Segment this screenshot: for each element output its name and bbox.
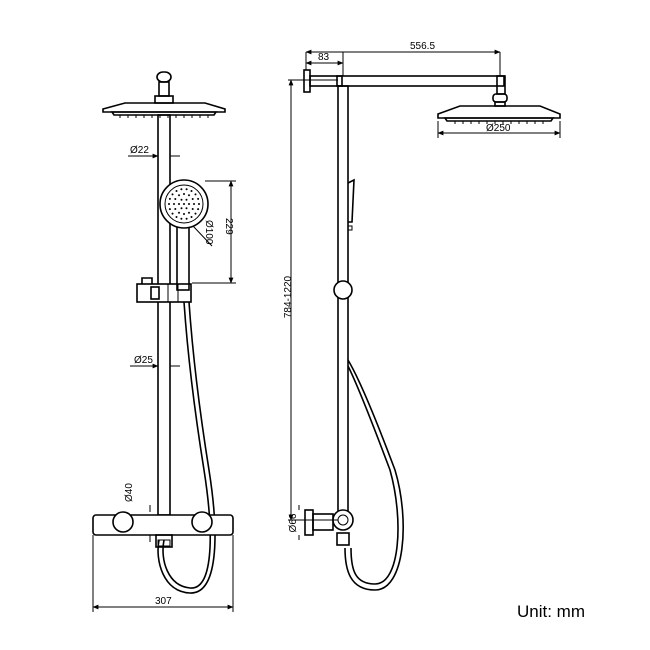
nozzle-dot xyxy=(175,190,178,192)
nozzle-dot xyxy=(190,190,193,192)
outlet-diameter-label: Ø22 xyxy=(130,145,149,156)
nozzle-dot xyxy=(185,198,188,201)
nozzle-dot xyxy=(183,203,185,205)
side-wall-bracket xyxy=(303,69,343,93)
dim-connector-diameter: Ø66 xyxy=(288,505,300,540)
nozzle-dot xyxy=(180,188,183,191)
dim-arm-length: 556.5 xyxy=(305,41,501,76)
dim-handset-length: 229 xyxy=(192,180,236,284)
height-range-label: 784-1220 xyxy=(283,275,294,318)
side-shower-arm xyxy=(336,75,505,87)
front-upper-pipe xyxy=(157,114,171,516)
nozzle-dot xyxy=(178,211,180,214)
nozzle-dot xyxy=(174,208,177,210)
rail-diameter-label: Ø25 xyxy=(134,355,153,366)
nozzle-dot xyxy=(194,212,197,215)
nozzle-dot xyxy=(185,207,188,210)
nozzle-dot xyxy=(180,198,183,201)
nozzle-dot xyxy=(198,203,200,205)
nozzle-dot xyxy=(183,213,185,215)
nozzle-dot xyxy=(188,194,190,197)
unit-label: Unit: mm xyxy=(517,602,585,621)
dim-rail-diameter: Ø25 xyxy=(130,355,180,369)
side-vertical-pipe xyxy=(337,85,349,515)
nozzle-dot xyxy=(173,203,175,205)
nozzle-dot xyxy=(171,193,174,196)
nozzle-dot xyxy=(175,216,178,218)
nozzle-dot xyxy=(180,207,183,210)
front-rain-head xyxy=(102,102,226,118)
dim-knob-diameter: Ø40 xyxy=(124,483,151,542)
dim-outlet-diameter: Ø22 xyxy=(128,145,180,159)
handset-diameter-label: Ø100 xyxy=(203,220,214,245)
side-hose xyxy=(344,359,404,591)
front-view: Ø22 Ø25 Ø100 229 Ø40 xyxy=(92,71,236,612)
dim-arm-offset: 83 xyxy=(305,52,344,76)
nozzle-dot xyxy=(168,203,170,205)
nozzle-dot xyxy=(168,197,171,200)
side-slider xyxy=(333,280,353,300)
nozzle-dot xyxy=(190,216,193,218)
nozzle-dot xyxy=(188,211,190,214)
nozzle-dot xyxy=(197,208,200,211)
dim-height-range: 784-1220 xyxy=(283,79,338,521)
side-head-connector xyxy=(492,75,508,107)
arm-length-label: 556.5 xyxy=(410,41,435,52)
side-rain-head xyxy=(437,105,561,124)
dim-head-diameter: Ø250 xyxy=(437,121,561,138)
knob-diameter-label: Ø40 xyxy=(124,483,135,502)
handset-length-label: 229 xyxy=(223,218,234,235)
valve-width-label: 307 xyxy=(155,596,172,607)
nozzle-dot xyxy=(194,193,197,196)
nozzle-dot xyxy=(174,198,177,200)
nozzle-dot xyxy=(168,208,171,211)
arm-offset-label: 83 xyxy=(318,52,330,63)
nozzle-dot xyxy=(197,197,200,200)
nozzle-dot xyxy=(183,193,185,195)
nozzle-dot xyxy=(188,203,190,205)
front-valve-body xyxy=(92,511,234,548)
front-head-connector xyxy=(154,71,174,104)
nozzle-dot xyxy=(191,208,194,210)
nozzle-dot xyxy=(171,212,174,215)
front-hand-shower xyxy=(159,179,209,291)
nozzle-dot xyxy=(178,194,180,197)
connector-diameter-label: Ø66 xyxy=(288,513,299,532)
dim-handset-diameter: Ø100 xyxy=(192,220,214,247)
nozzle-dot xyxy=(185,188,188,191)
dim-valve-width: 307 xyxy=(92,535,234,612)
side-view: 83 556.5 Ø250 784-1220 Ø66 xyxy=(283,41,561,591)
side-hand-shower xyxy=(347,178,355,231)
nozzle-dot xyxy=(185,217,188,220)
head-diameter-label: Ø250 xyxy=(486,123,511,134)
side-valve-connector xyxy=(304,509,354,546)
nozzle-dot xyxy=(193,203,195,205)
nozzle-dot xyxy=(178,203,180,205)
nozzle-dot xyxy=(191,198,194,200)
nozzle-dot xyxy=(180,217,183,220)
